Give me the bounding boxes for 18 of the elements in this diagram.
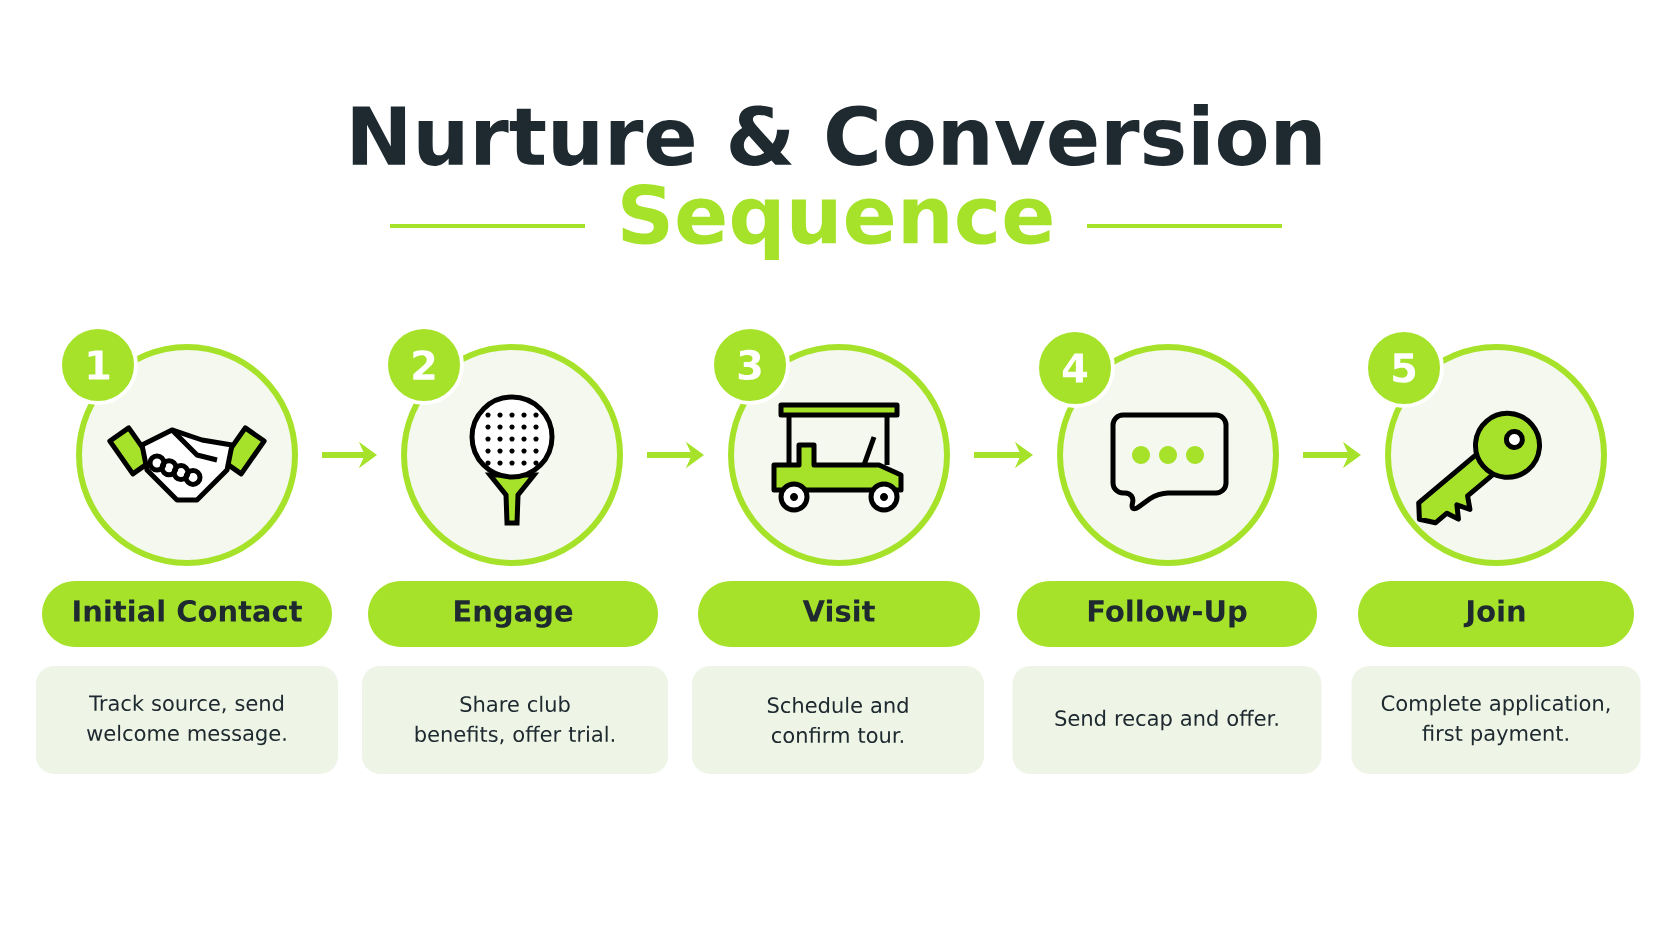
number-badge: 5 [1364,328,1444,408]
step-pill: Join [1358,581,1634,647]
description-card: Share club benefits, offer trial. [362,666,668,774]
step-pill: Engage [368,581,658,647]
step-circle [1057,344,1279,566]
description-card: Track source, send welcome message. [36,666,338,774]
step-pill: Follow-Up [1017,581,1317,647]
number-badge: 1 [58,325,138,405]
number-badge: 4 [1035,328,1115,408]
number-badge: 3 [710,325,790,405]
subtitle: Sequence [622,184,1052,260]
description-card: Send recap and offer. [1012,666,1322,774]
title: Nurture & Conversion [352,104,1321,166]
step-pill: Initial Contact [42,581,332,647]
description-card: Complete application, first payment. [1351,666,1641,774]
step-pill: Visit [698,581,980,647]
number-badge: 2 [384,325,464,405]
description-card: Schedule and confirm tour. [692,666,984,774]
